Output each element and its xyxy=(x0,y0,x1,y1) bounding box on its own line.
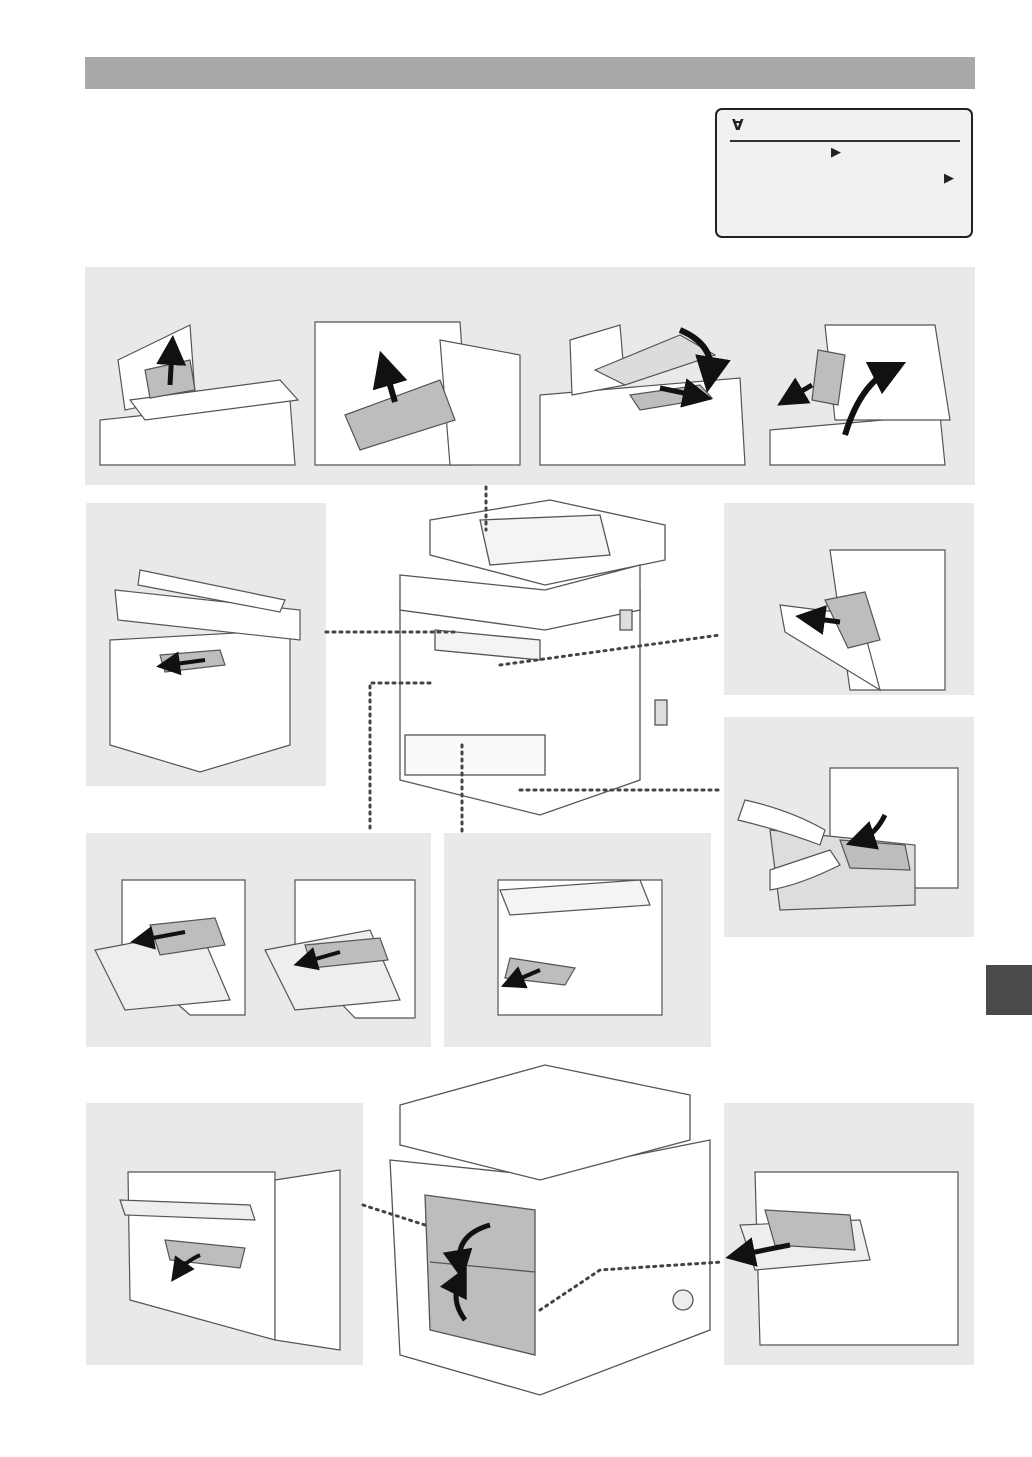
adf-feeder-jam-illustration xyxy=(100,325,298,465)
rear-printer-illustration xyxy=(390,1065,710,1395)
output-tray-illustration xyxy=(498,880,662,1015)
multipurpose-tray-illustration xyxy=(780,550,945,690)
main-printer-illustration xyxy=(400,500,667,815)
adf-inner-jam-illustration xyxy=(315,322,520,465)
front-cover-jam-detail-illustration xyxy=(265,880,415,1018)
paper-cassette-illustration xyxy=(738,768,958,910)
rear-duplex-jam-illustration xyxy=(740,1172,958,1345)
rear-cover-jam-illustration xyxy=(120,1170,340,1350)
front-cover-jam-illustration xyxy=(95,880,245,1015)
platen-jam-illustration xyxy=(770,325,950,465)
adf-cover-open-illustration xyxy=(540,325,745,465)
toner-area-illustration xyxy=(110,570,300,772)
